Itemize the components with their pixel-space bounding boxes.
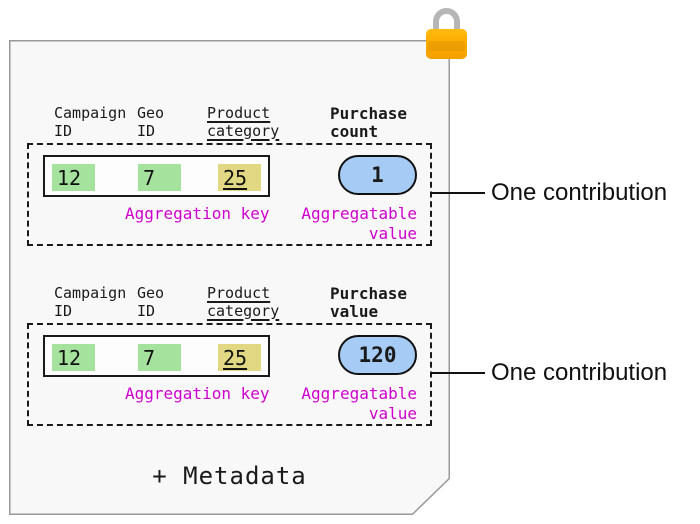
contribution-section-1: Campaign ID Geo ID Product category Purc…	[0, 100, 700, 280]
column-header-product-category: Product category	[207, 284, 280, 320]
aggregatable-value-pill: 1	[338, 155, 417, 195]
product-category-value-chip: 25	[218, 344, 261, 371]
campaign-id-value-chip: 12	[52, 164, 95, 191]
column-header-campaign-id: Campaign ID	[54, 104, 127, 140]
campaign-id-value-chip: 12	[52, 344, 95, 371]
geo-id-value-chip: 7	[138, 164, 181, 191]
aggregation-key-row: 12 7 25	[43, 155, 270, 197]
contribution-boundary	[27, 323, 432, 426]
aggregation-key-row: 12 7 25	[43, 335, 270, 377]
aggregatable-value-label: Aggregatable value	[301, 204, 417, 243]
product-category-value-chip: 25	[218, 164, 261, 191]
column-header-purchase-count: Purchase count	[330, 104, 408, 141]
callout-connector-line	[431, 372, 485, 374]
aggregatable-value-pill: 120	[338, 335, 417, 375]
column-header-geo-id: Geo ID	[137, 104, 165, 140]
aggregatable-value-label: Aggregatable value	[301, 384, 417, 423]
column-header-purchase-value: Purchase value	[330, 284, 408, 321]
one-contribution-label: One contribution	[491, 179, 668, 206]
lock-shackle	[433, 8, 460, 35]
column-header-geo-id: Geo ID	[137, 284, 165, 320]
one-contribution-label: One contribution	[491, 359, 668, 386]
column-header-product-category: Product category	[207, 104, 280, 140]
lock-body	[426, 29, 467, 59]
lock-icon	[426, 8, 467, 59]
callout-connector-line	[431, 192, 485, 194]
aggregation-key-label: Aggregation key	[125, 384, 270, 403]
aggregation-key-label: Aggregation key	[125, 204, 270, 223]
metadata-label: + Metadata	[152, 462, 307, 490]
contribution-boundary	[27, 143, 432, 246]
column-header-campaign-id: Campaign ID	[54, 284, 127, 320]
contribution-section-2: Campaign ID Geo ID Product category Purc…	[0, 280, 700, 460]
geo-id-value-chip: 7	[138, 344, 181, 371]
